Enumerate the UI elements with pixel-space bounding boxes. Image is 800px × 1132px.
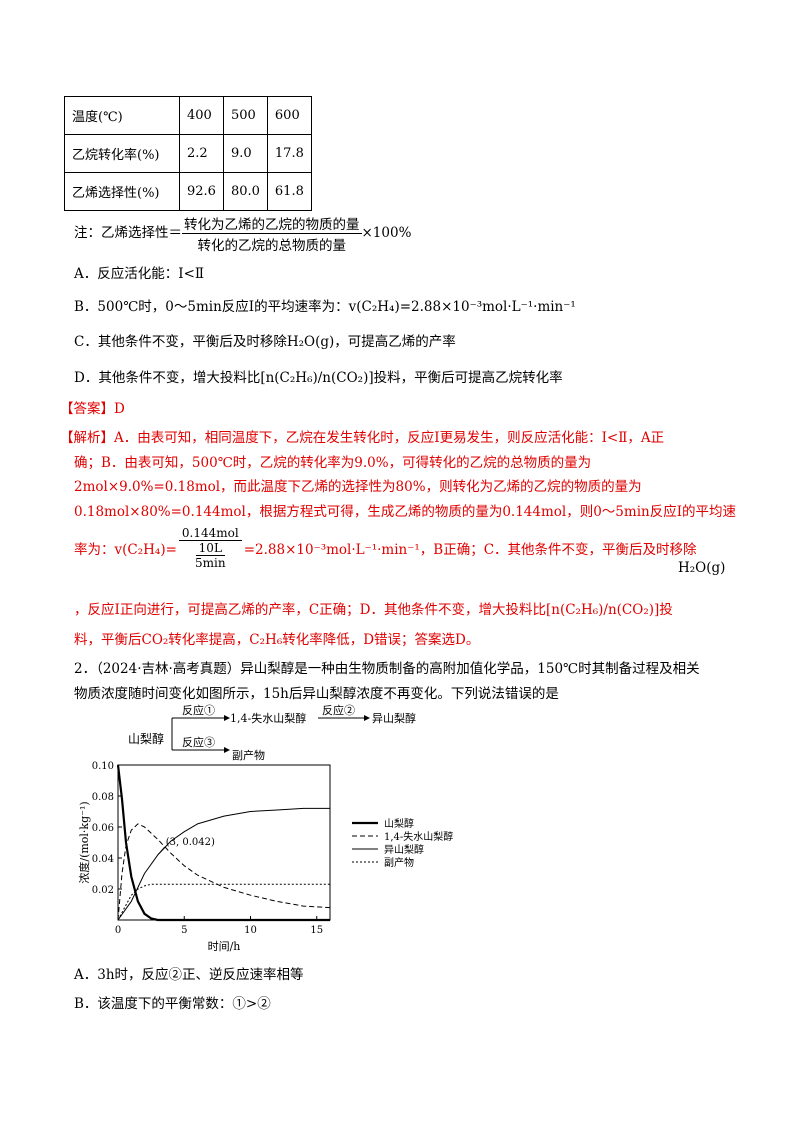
q2-option-a: A．3h时，反应②正、逆反应速率相等 bbox=[74, 967, 304, 983]
y-axis-label: 浓度/(mol·kg⁻¹) bbox=[77, 801, 91, 883]
x-axis-label: 时间/h bbox=[208, 940, 241, 953]
concentration-chart: 0.02 0.04 0.06 0.08 0.10 0 5 10 15 时间/h 浓度/(mol·kg… bbox=[77, 761, 453, 953]
scheme-r1: 反应① bbox=[182, 703, 215, 717]
table-cell: 80.0 bbox=[222, 172, 268, 211]
answer: 【答案】D bbox=[60, 401, 125, 417]
rate-fraction: 0.144mol 10L 5min bbox=[178, 526, 242, 570]
y-tick-label: 0.06 bbox=[92, 823, 114, 834]
y-tick-label: 0.04 bbox=[92, 854, 114, 865]
analysis-line: 【解析】A．由表可知，相同温度下，乙烷在发生转化时，反应Ⅰ更易发生，则反应活化能… bbox=[60, 430, 665, 446]
note-numerator: 转化为乙烯的乙烷的物质的量 bbox=[182, 213, 362, 234]
legend-label: 副产物 bbox=[384, 856, 414, 869]
table-cell: 乙烷转化率(%) bbox=[64, 134, 180, 173]
legend-label: 1,4-失水山梨醇 bbox=[384, 830, 453, 843]
annotation-leader bbox=[157, 846, 166, 856]
option-a: A．反应活化能：Ⅰ<Ⅱ bbox=[74, 266, 205, 282]
table-cell: 2.2 bbox=[179, 134, 224, 173]
table-cell: 400 bbox=[179, 96, 224, 135]
scheme-r2: 反应② bbox=[322, 703, 355, 717]
option-b-formula: v(C₂H₄)=2.88×10⁻³mol·L⁻¹·min⁻¹ bbox=[348, 299, 576, 315]
table-cell: 600 bbox=[266, 96, 312, 135]
scheme-mid: 1,4-失水山梨醇 bbox=[230, 711, 306, 725]
selectivity-note: 注：乙烯选择性＝转化为乙烯的乙烷的物质的量转化的乙烷的总物质的量×100% bbox=[74, 213, 411, 254]
analysis-line: 确；B．由表可知，500℃时，乙烷的转化率为9.0%，可得转化的乙烷的总物质的量… bbox=[74, 455, 592, 471]
analysis-formula-line: 率为：v(C₂H₄)= 0.144mol 10L 5min =2.88×10⁻³… bbox=[74, 526, 697, 570]
table-cell: 61.8 bbox=[266, 172, 312, 211]
analysis-line: 2mol×9.0%=0.18mol，而此温度下乙烯的选择性为80%，则转化为乙烯… bbox=[74, 479, 642, 495]
y-tick-label: 0.08 bbox=[92, 792, 114, 803]
table-cell: 9.0 bbox=[222, 134, 268, 173]
data-table: 温度(℃) 400 500 600 乙烷转化率(%) 2.2 9.0 17.8 … bbox=[64, 96, 312, 211]
reaction-scheme: 山梨醇 反应① 反应③ 1,4-失水山梨醇 副产物 反应② 异山梨醇 bbox=[128, 703, 416, 762]
y-tick-label: 0.10 bbox=[92, 761, 114, 772]
table-row: 乙烯选择性(%) 92.6 80.0 61.8 bbox=[64, 172, 312, 211]
scheme-end: 异山梨醇 bbox=[372, 711, 416, 725]
fraction-mid: 10L bbox=[195, 541, 225, 556]
x-tick-label: 0 bbox=[115, 925, 121, 936]
scheme-side: 副产物 bbox=[232, 748, 265, 762]
table-cell: 17.8 bbox=[266, 134, 312, 173]
fraction-top: 0.144mol bbox=[178, 526, 242, 541]
series-line bbox=[116, 764, 330, 922]
table-cell: 乙烯选择性(%) bbox=[64, 172, 180, 211]
question-2-line: 物质浓度随时间变化如图所示，15h后异山梨醇浓度不再变化。下列说法错误的是 bbox=[74, 686, 559, 702]
analysis-text: 率为：v(C₂H₄)= bbox=[74, 542, 177, 558]
legend-label: 山梨醇 bbox=[384, 817, 414, 830]
x-tick-label: 10 bbox=[244, 925, 257, 936]
note-fraction: 转化为乙烯的乙烷的物质的量转化的乙烷的总物质的量 bbox=[182, 213, 362, 254]
annotation-label: (3, 0.042) bbox=[166, 837, 215, 848]
table-row: 乙烷转化率(%) 2.2 9.0 17.8 bbox=[64, 134, 312, 173]
note-denominator: 转化的乙烷的总物质的量 bbox=[197, 238, 347, 254]
table-cell: 92.6 bbox=[179, 172, 224, 211]
option-c: C．其他条件不变，平衡后及时移除H₂O(g)，可提高乙烯的产率 bbox=[74, 334, 456, 350]
x-tick-label: 5 bbox=[181, 925, 187, 936]
note-prefix: 注：乙烯选择性＝ bbox=[74, 225, 182, 241]
note-suffix: ×100% bbox=[361, 225, 412, 241]
q2-option-b: B．该温度下的平衡常数：①>② bbox=[74, 996, 271, 1012]
h2o-formula: H₂O(g) bbox=[678, 560, 726, 576]
analysis-line: ，反应Ⅰ正向进行，可提高乙烯的产率，C正确；D．其他条件不变，增大投料比[n(C… bbox=[74, 602, 673, 618]
table-cell: 500 bbox=[222, 96, 268, 135]
plot-frame bbox=[117, 764, 331, 921]
scheme-r3: 反应③ bbox=[182, 735, 215, 749]
fraction-bottom: 5min bbox=[195, 556, 226, 570]
analysis-line: 料，平衡后CO₂转化率提高，C₂H₆转化率降低，D错误；答案选D。 bbox=[74, 632, 480, 648]
legend-label: 异山梨醇 bbox=[384, 843, 424, 856]
y-tick-label: 0.02 bbox=[92, 885, 114, 896]
option-b: B．500℃时，0～5min反应Ⅰ的平均速率为：v(C₂H₄)=2.88×10⁻… bbox=[74, 295, 576, 315]
series-line bbox=[117, 823, 331, 921]
scheme-start: 山梨醇 bbox=[128, 731, 164, 746]
option-d: D．其他条件不变，增大投料比[n(C₂H₆)/n(CO₂)]投料，平衡后可提高乙… bbox=[74, 370, 563, 386]
table-row: 温度(℃) 400 500 600 bbox=[64, 96, 312, 135]
table-cell: 温度(℃) bbox=[64, 96, 180, 135]
analysis-text: =2.88×10⁻³mol·L⁻¹·min⁻¹，B正确；C．其他条件不变，平衡后… bbox=[243, 542, 697, 558]
question-2-line: 2．（2024·吉林·高考真题）异山梨醇是一种由生物质制备的高附加值化学品，15… bbox=[74, 661, 700, 677]
analysis-line: 0.18mol×80%=0.144mol，根据方程式可得，生成乙烯的物质的量为0… bbox=[74, 504, 737, 520]
series-line bbox=[117, 807, 330, 921]
x-tick-label: 15 bbox=[310, 925, 323, 936]
option-b-text: B．500℃时，0～5min反应Ⅰ的平均速率为： bbox=[74, 299, 349, 315]
series-line bbox=[117, 883, 330, 921]
